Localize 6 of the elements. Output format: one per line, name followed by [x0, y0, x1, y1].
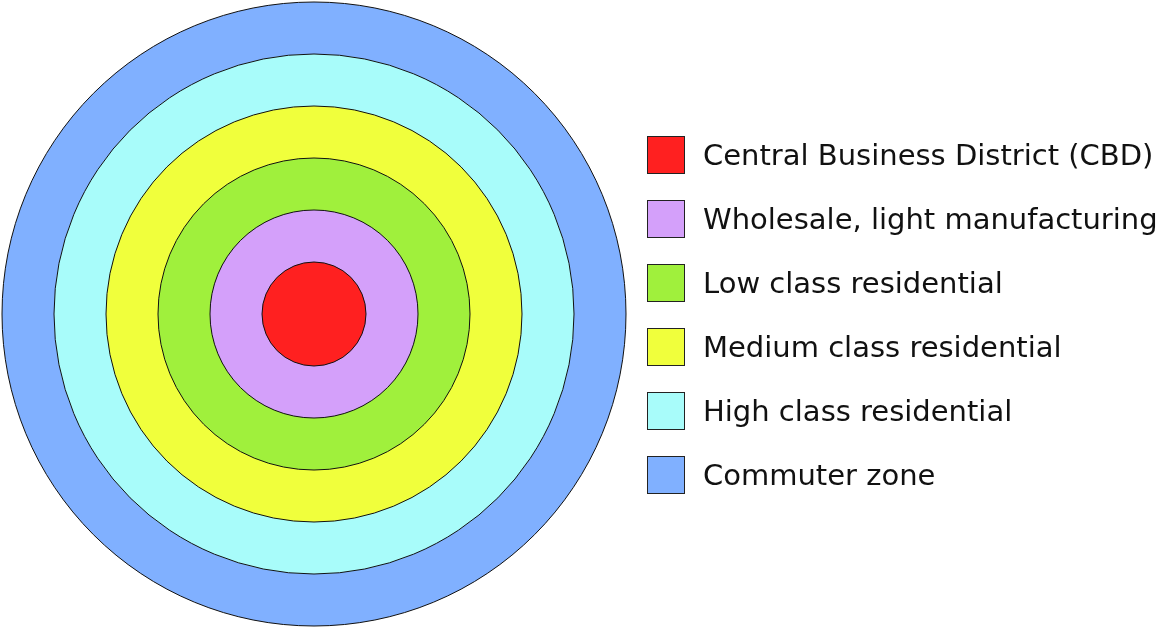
legend-label: Wholesale, light manufacturing	[703, 201, 1158, 238]
legend-label: Central Business District (CBD)	[703, 137, 1154, 174]
legend-label: Medium class residential	[703, 329, 1062, 366]
legend-label: Commuter zone	[703, 457, 936, 494]
legend-label: High class residential	[703, 393, 1013, 430]
legend-label: Low class residential	[703, 265, 1003, 302]
